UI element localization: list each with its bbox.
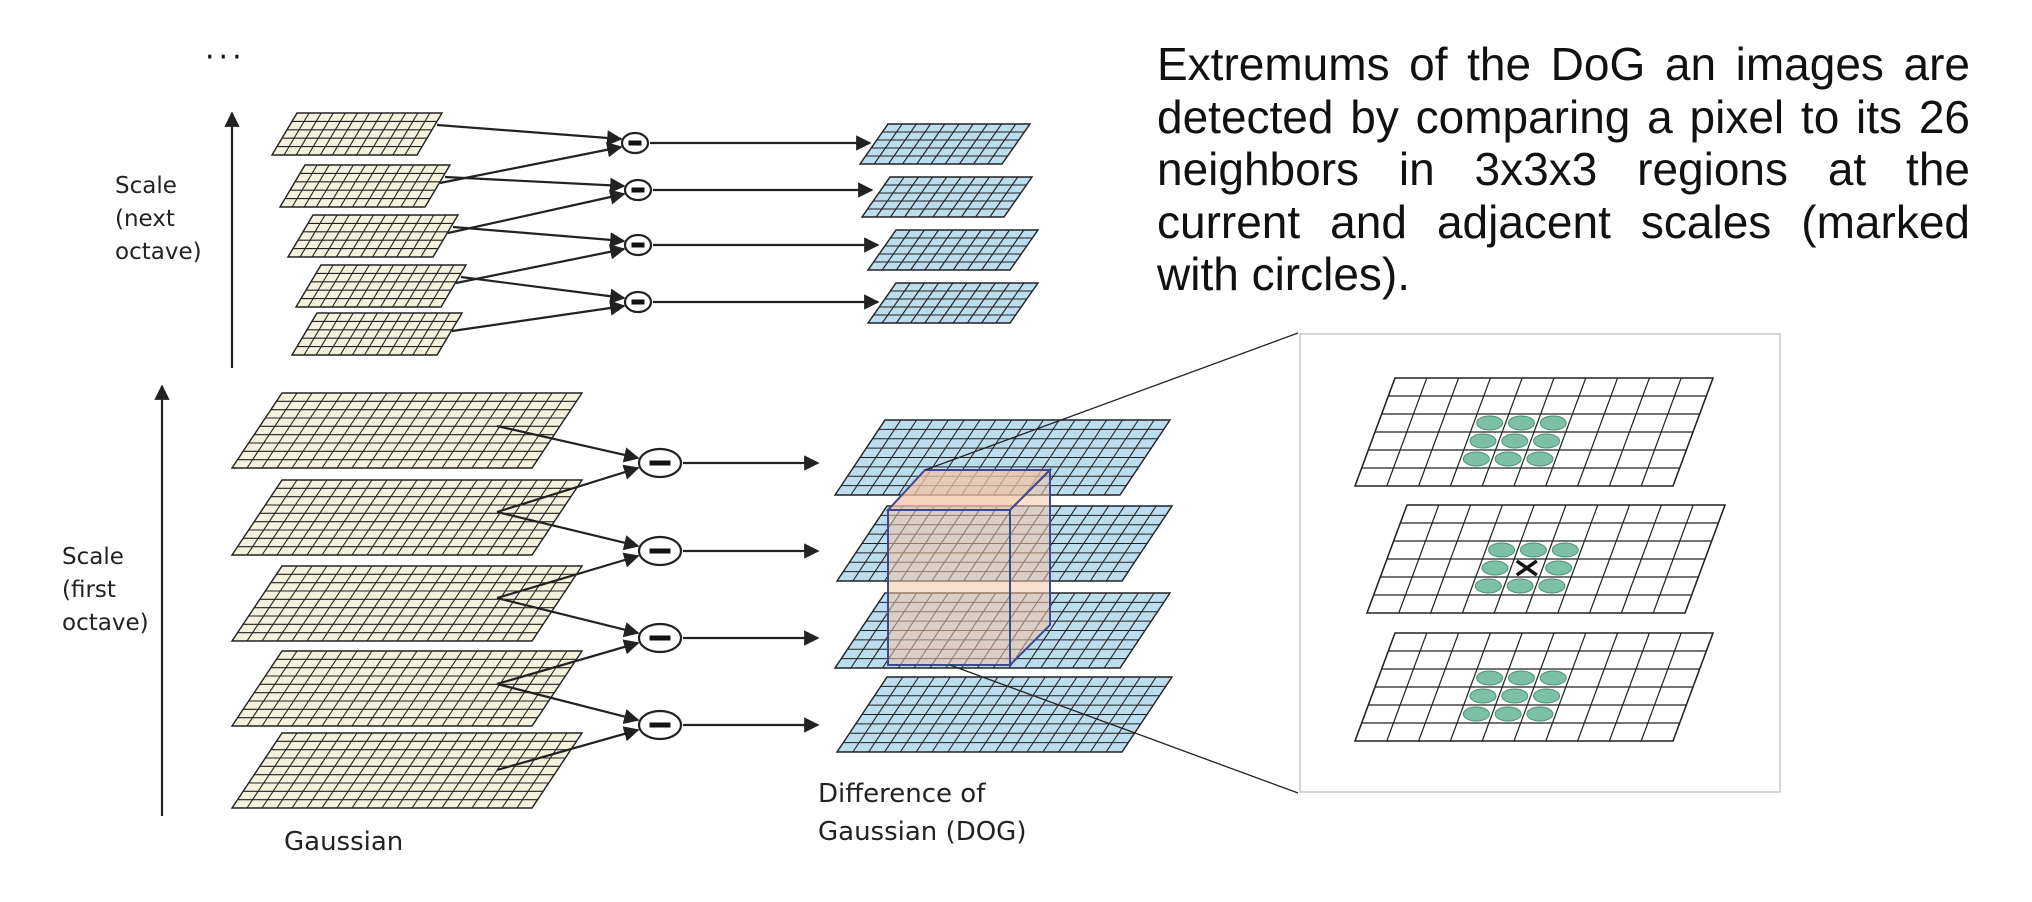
subtract-next-icon-3 [623,233,653,257]
ellipsis-more-octaves: ··· [205,40,246,75]
center-pixel-x-icon [1515,559,1538,577]
neighbor-circle-icon [1462,706,1490,722]
neighbor-circle-icon [1469,688,1497,704]
dog-next-layer-3 [866,229,1040,271]
neighbor-circle-icon [1462,451,1490,467]
dog-next-layer-2 [860,176,1034,218]
neighbor-circle-icon [1539,670,1567,686]
gaussian-next-layer-3 [286,214,460,258]
gaussian-caption-text: Gaussian [284,827,404,857]
inset-layer-3 [1353,632,1715,742]
zoom-inset-group [620,131,1781,794]
gaussian-first-layer-2 [230,479,584,556]
inset-layer-2 [1365,504,1727,614]
gaussian-next-layer-1 [270,112,444,156]
scale-next-line-1: Scale [115,173,177,199]
layers-group [230,112,1174,809]
arrow [447,189,626,235]
scale-next-line-3: octave) [115,239,202,265]
cube-front-face [887,509,1011,666]
arrow [452,225,626,248]
inset-layer-1 [1353,377,1715,487]
arrow [439,142,623,185]
subtract-first-icon-3 [637,622,683,654]
subtract-first-icon-1 [637,447,683,479]
dog-next-layer-4 [866,282,1040,324]
neighbor-circle-icon [1539,415,1567,431]
arrow [496,510,640,551]
gaussian-first-layer-3 [230,565,584,642]
gaussian-first-layer-5 [230,732,584,809]
neighbor-circle-icon [1488,542,1516,558]
subtract-first-icon-2 [637,535,683,567]
neighbor-circle-icon [1533,688,1561,704]
gaussian-next-layer-2 [278,164,452,208]
zoom-line-bottom [949,664,1299,794]
subtract-next-icon-1 [620,131,650,155]
arrow [444,175,626,193]
arrow [451,300,626,333]
neighbor-circle-icon [1501,433,1529,449]
gaussian-caption: Gaussian [284,823,403,861]
arrow [496,424,640,463]
gaussian-next-layer-5 [290,312,464,356]
arrow [496,726,640,772]
dog-caption: Difference of Gaussian (DOG) [818,775,1026,851]
neighbor-circle-icon [1501,688,1529,704]
neighbor-circle-icon [1476,415,1504,431]
arrow [460,275,626,304]
neighborhood-cube [885,467,1053,668]
neighbor-circle-icon [1506,578,1534,594]
neighbor-circle-icon [1526,706,1554,722]
neighbor-circle-icon [1481,560,1509,576]
neighbor-circle-icon [1494,706,1522,722]
neighbor-circle-icon [1469,433,1497,449]
neighbor-circle-icon [1507,670,1535,686]
scale-first-line-2: (first [62,577,116,603]
subtract-next-icon-2 [623,178,653,202]
subtract-first-icon-4 [637,709,683,741]
neighbor-circle-icon [1533,433,1561,449]
arrow [496,464,640,514]
arrow [455,244,626,285]
arrow [436,123,623,146]
neighbor-circle-icon [1507,415,1535,431]
neighborhood-inset [1299,333,1781,793]
dog-next-layer-1 [858,123,1032,165]
scale-next-octave-label: Scale (next octave) [115,170,202,269]
arrow [496,552,640,600]
neighbor-circle-icon [1551,542,1579,558]
subtract-next-icon-4 [623,290,653,314]
neighbor-circle-icon [1545,560,1573,576]
arrow [496,682,640,725]
dog-caption-line-2: Gaussian (DOG) [818,817,1027,847]
scale-first-line-1: Scale [62,544,124,570]
description-paragraph: Extremums of the DoG an images are detec… [1157,38,1970,300]
arrows-group [154,111,880,816]
neighbor-circle-icon [1474,578,1502,594]
arrow [496,639,640,686]
neighbor-circle-icon [1494,451,1522,467]
dog-caption-line-1: Difference of [818,779,986,809]
neighbor-circle-icon [1476,670,1504,686]
dog-first-layer-4 [835,676,1174,753]
scale-first-line-3: octave) [62,610,149,636]
neighbor-circle-icon [1538,578,1566,594]
neighbor-circle-icon [1519,542,1547,558]
arrow [496,596,640,638]
scale-next-line-2: (next [115,206,175,232]
neighbor-circle-icon [1526,451,1554,467]
zoom-line-top [924,332,1299,471]
gaussian-first-layer-1 [230,392,584,469]
gaussian-next-layer-4 [294,264,468,308]
gaussian-first-layer-4 [230,650,584,727]
scale-first-octave-label: Scale (first octave) [62,541,149,640]
